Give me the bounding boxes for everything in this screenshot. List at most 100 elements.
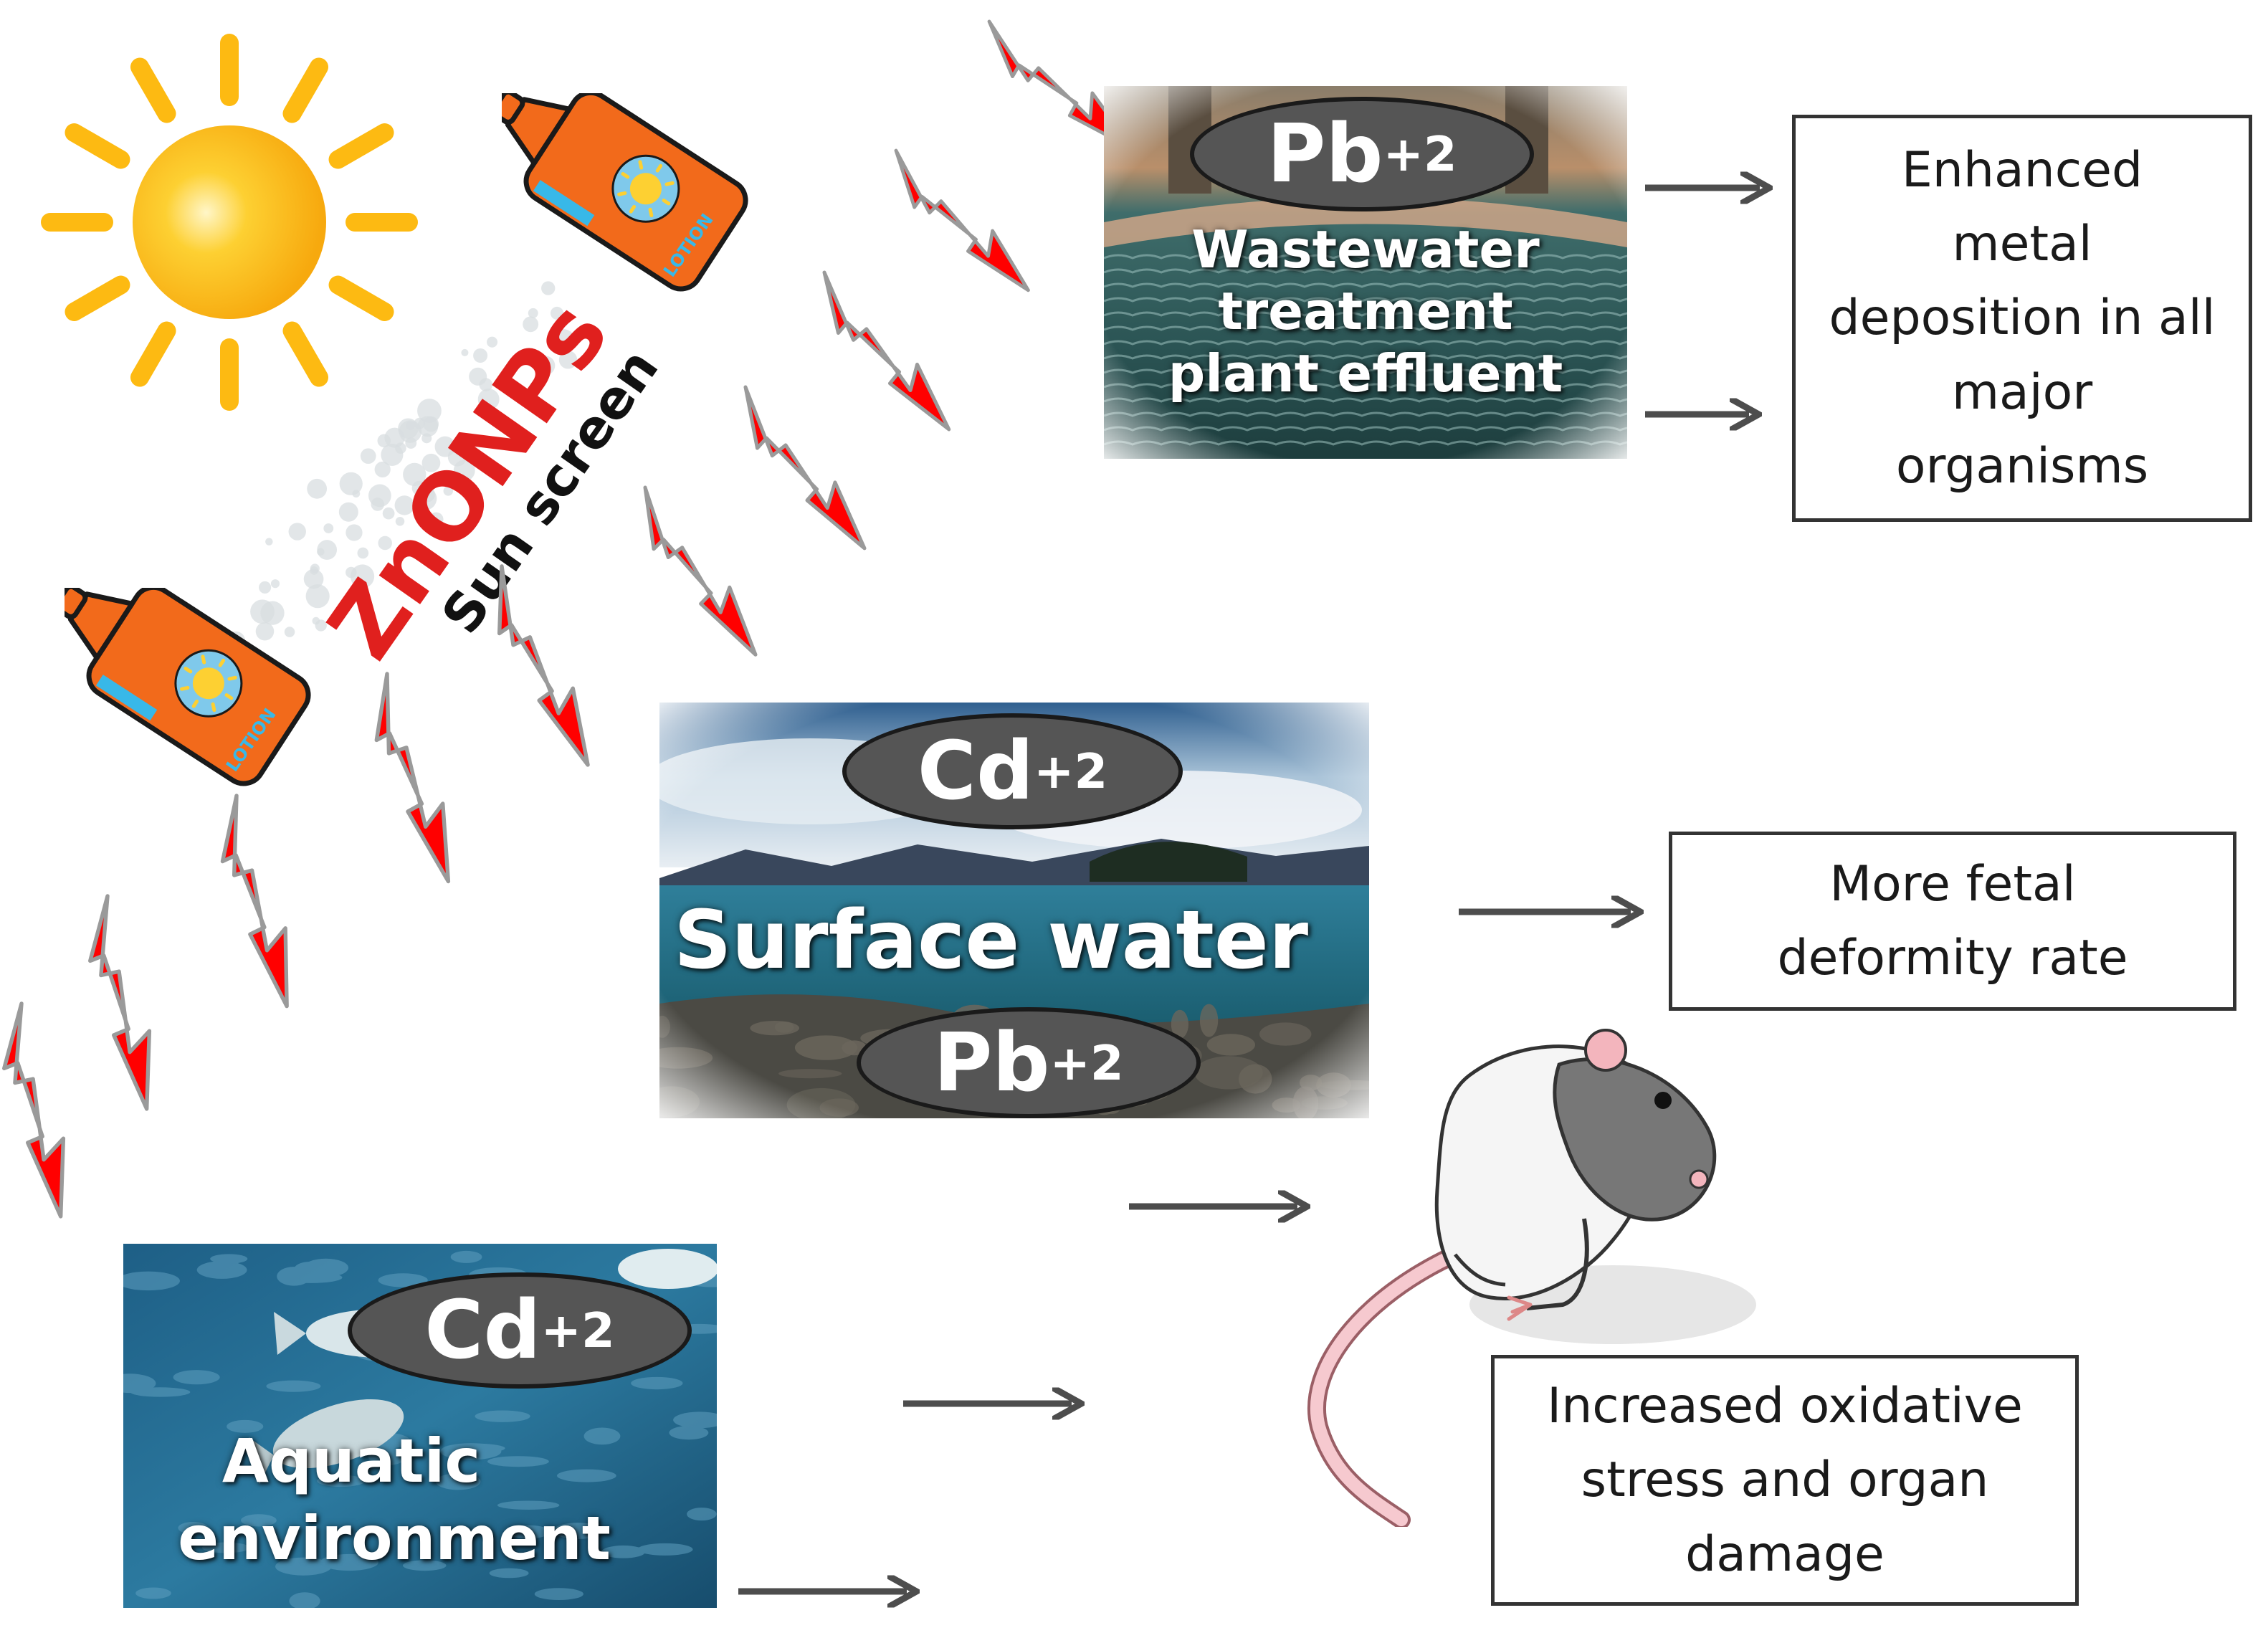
zno-particle [461,348,469,356]
lead-ion-badge: Pb+2 [1190,97,1534,211]
box-line: Increased oxidative [1547,1377,2023,1434]
background-fish [583,1427,621,1445]
box-line: organisms [1895,438,2149,495]
box-line: More fetal [1829,855,2076,913]
background-fish [227,1419,264,1433]
box-line: damage [1685,1525,1885,1583]
zno-particle [487,336,498,348]
zno-particle [395,517,405,526]
zno-particle [259,581,272,594]
zno-particle [535,356,556,376]
cadmium-ion-badge: Cd+2 [842,713,1183,829]
background-fish [196,1261,247,1279]
wastewater-label-line: plant effluent [1168,343,1563,404]
zno-particle [357,547,369,559]
zno-particle [473,348,488,363]
background-fish [487,1456,549,1467]
zno-particle [338,502,358,522]
box-line: major [1951,363,2093,421]
zno-particle [558,351,578,369]
background-fish [178,1521,209,1535]
background-fish [475,1410,530,1422]
background-fish [173,1370,220,1385]
background-fish [435,1473,481,1490]
box-line: metal [1952,215,2092,272]
wastewater-label-line: Wastewater [1191,219,1540,280]
zno-particle [303,568,324,589]
zno-particle [346,524,363,541]
lead-ion-badge: Pb+2 [857,1007,1201,1118]
rat-illustration [1307,1029,1756,1527]
zno-particle [312,616,320,625]
background-fish [673,1411,717,1429]
sun-icon [41,34,418,411]
background-fish [210,1254,248,1264]
background-fish [320,1553,378,1571]
zno-particle [288,523,306,541]
sun-ray [130,321,176,387]
background-fish [402,1560,447,1571]
box-line: deformity rate [1777,930,2128,986]
background-fish [275,1557,332,1576]
zno-particle [399,420,422,443]
sun-ray [65,275,130,321]
zno-particles-icon [229,281,578,651]
zno-particle [541,281,556,295]
zno-particle [368,484,391,508]
background-fish [687,1508,717,1521]
zno-particle [421,433,432,444]
zno-particle [339,472,363,495]
wastewater-label-line: treatment [1218,281,1513,342]
sun-ray [65,123,130,169]
box-line: stress and organ [1581,1452,1989,1509]
zno-particle [414,487,437,510]
background-fish [637,1543,693,1556]
zno-particle [551,329,576,353]
sunscreen-bottle-icon: LOTION [65,588,311,786]
zno-particle [477,389,500,411]
zno-particle [394,495,414,515]
zno-particle [352,490,361,498]
zno-particle [382,507,395,520]
zno-particle [374,461,391,478]
metal-deposition-box: Enhanced metal deposition in all major o… [1792,115,2252,522]
background-fish [289,1592,320,1608]
zno-particle [350,564,375,589]
wastewater-label: Wastewater treatment plant effluent [1118,219,1613,404]
zno-particle [528,308,538,318]
background-fish [201,1542,250,1553]
aquatic-environment-label: Aquatic environment [172,1423,616,1577]
surface-water-label: Surface water [674,894,1309,987]
zno-particle [317,540,338,560]
zno-particle [250,599,275,624]
background-fish [293,1261,327,1278]
zno-particle [310,566,318,575]
oxidative-stress-box: Increased oxidative stress and organ dam… [1491,1355,2079,1606]
zno-particle [417,399,442,423]
background-fish [631,1376,683,1390]
zno-particle [270,579,280,589]
sun-ray [328,275,394,321]
background-fish [507,1525,551,1539]
background-fish [135,1587,171,1599]
background-fish [534,1588,583,1600]
box-line: deposition in all [1829,290,2216,347]
background-fish [601,1545,646,1558]
zno-particle [421,453,441,472]
background-fish [241,1514,277,1527]
background-fish [266,1380,321,1392]
zno-particle [434,436,456,457]
background-fish [556,1469,616,1482]
background-fish [450,1250,482,1263]
sun-ray [130,57,176,123]
zno-particle [284,627,295,637]
zno-particle [443,486,454,496]
fetal-deformity-box: More fetal deformity rate [1669,832,2236,1011]
background-fish [317,1475,366,1487]
zno-particle [453,460,475,482]
wastewater-photo [1104,86,1627,459]
cadmium-ion-badge: Cd+2 [348,1272,692,1389]
zno-particle [523,316,539,333]
zno-particle [305,584,330,609]
